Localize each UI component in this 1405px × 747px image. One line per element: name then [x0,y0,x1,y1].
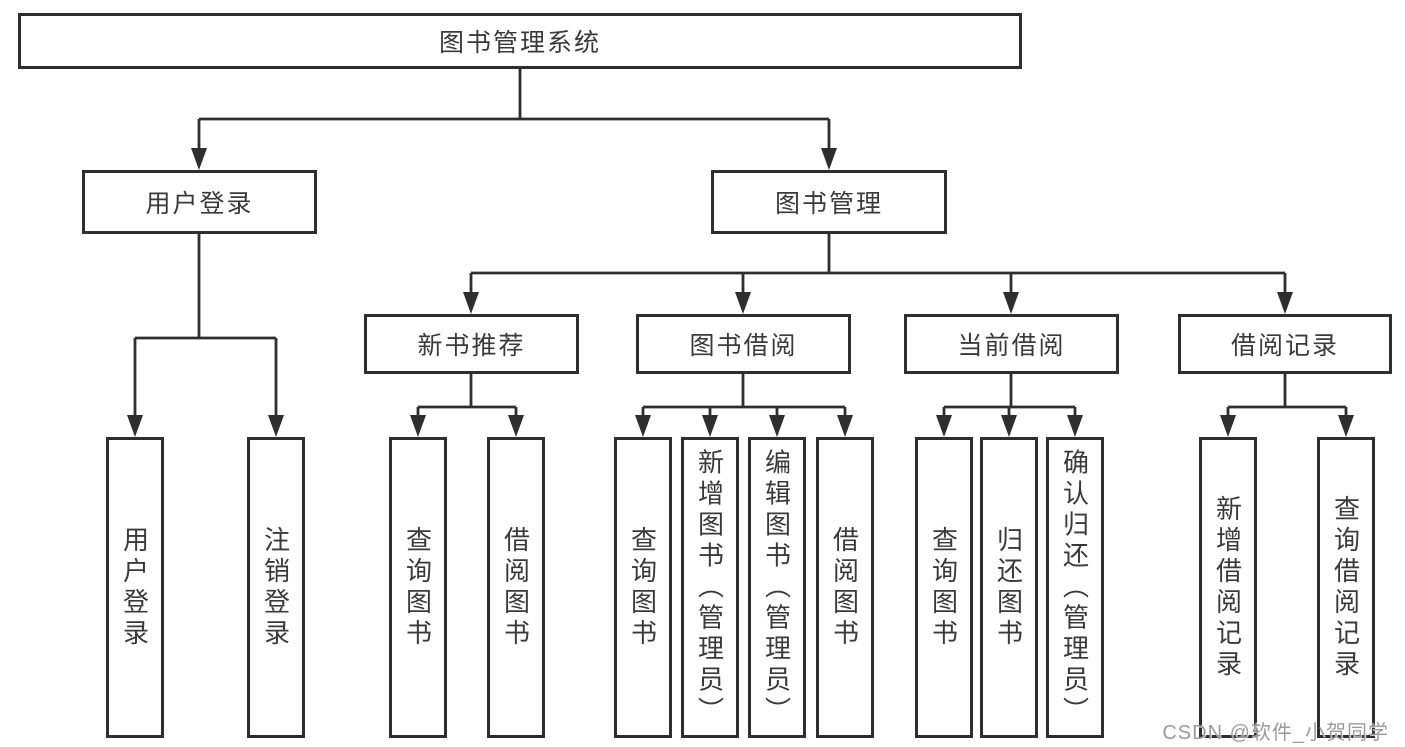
node-user-login: 用户登录 [82,170,317,234]
leaf-borrow-books-recommend: 借阅图书 [487,437,545,738]
node-label: 编辑图书（管理员） [761,448,792,727]
node-borrow-records: 借阅记录 [1178,314,1392,374]
node-label: 当前借阅 [957,332,1066,360]
edge-new-book-recommend [416,374,518,417]
leaf-edit-book-admin: 编辑图书（管理员） [748,437,806,738]
node-label: 借阅图书 [500,525,531,650]
node-label: 新增借阅记录 [1212,494,1243,681]
node-library-system: 图书管理系统 [18,13,1022,69]
edge-borrow-records [1226,374,1348,417]
node-label: 用户登录 [145,190,254,218]
leaf-query-books-current: 查询图书 [915,437,973,738]
node-label: 图书管理 [774,190,884,218]
edge-book-management [469,234,1287,294]
node-label: 借阅图书 [829,525,860,650]
node-label: 查询图书 [928,525,959,650]
node-label: 借阅记录 [1230,332,1340,360]
leaf-user-login: 用户登录 [106,437,164,738]
node-label: 查询图书 [402,525,433,650]
node-label: 确认归还（管理员） [1059,448,1090,727]
node-current-borrowing: 当前借阅 [904,314,1119,374]
edge-user-login [133,234,278,417]
node-label: 图书借阅 [689,332,798,360]
leaf-query-books-recommend: 查询图书 [389,437,447,738]
leaf-query-books-borrowing: 查询图书 [614,437,672,738]
node-label: 新增图书（管理员） [694,448,725,727]
node-label: 用户登录 [119,525,150,650]
leaf-add-borrow-record: 新增借阅记录 [1199,437,1257,738]
watermark-text: CSDN @软件_小贺同学 [1162,722,1389,744]
node-new-book-recommend: 新书推荐 [364,314,579,374]
arrowheads [127,148,1354,437]
edge-book-borrowing [641,374,847,417]
node-book-borrowing: 图书借阅 [636,314,851,374]
leaf-confirm-return-admin: 确认归还（管理员） [1046,437,1104,738]
leaf-return-book: 归还图书 [980,437,1038,738]
edge-current-borrowing [942,374,1077,417]
leaf-add-book-admin: 新增图书（管理员） [681,437,739,738]
node-label: 注销登录 [260,525,291,650]
leaf-borrow-books: 借阅图书 [816,437,874,738]
node-label: 图书管理系统 [438,29,602,57]
node-label: 查询借阅记录 [1330,494,1361,681]
node-label: 查询图书 [627,525,658,650]
node-label: 归还图书 [993,525,1024,650]
node-label: 新书推荐 [417,332,526,360]
edge-root [197,69,831,150]
leaf-logout: 注销登录 [247,437,305,738]
node-book-management: 图书管理 [711,170,947,234]
leaf-query-borrow-record: 查询借阅记录 [1317,437,1375,738]
